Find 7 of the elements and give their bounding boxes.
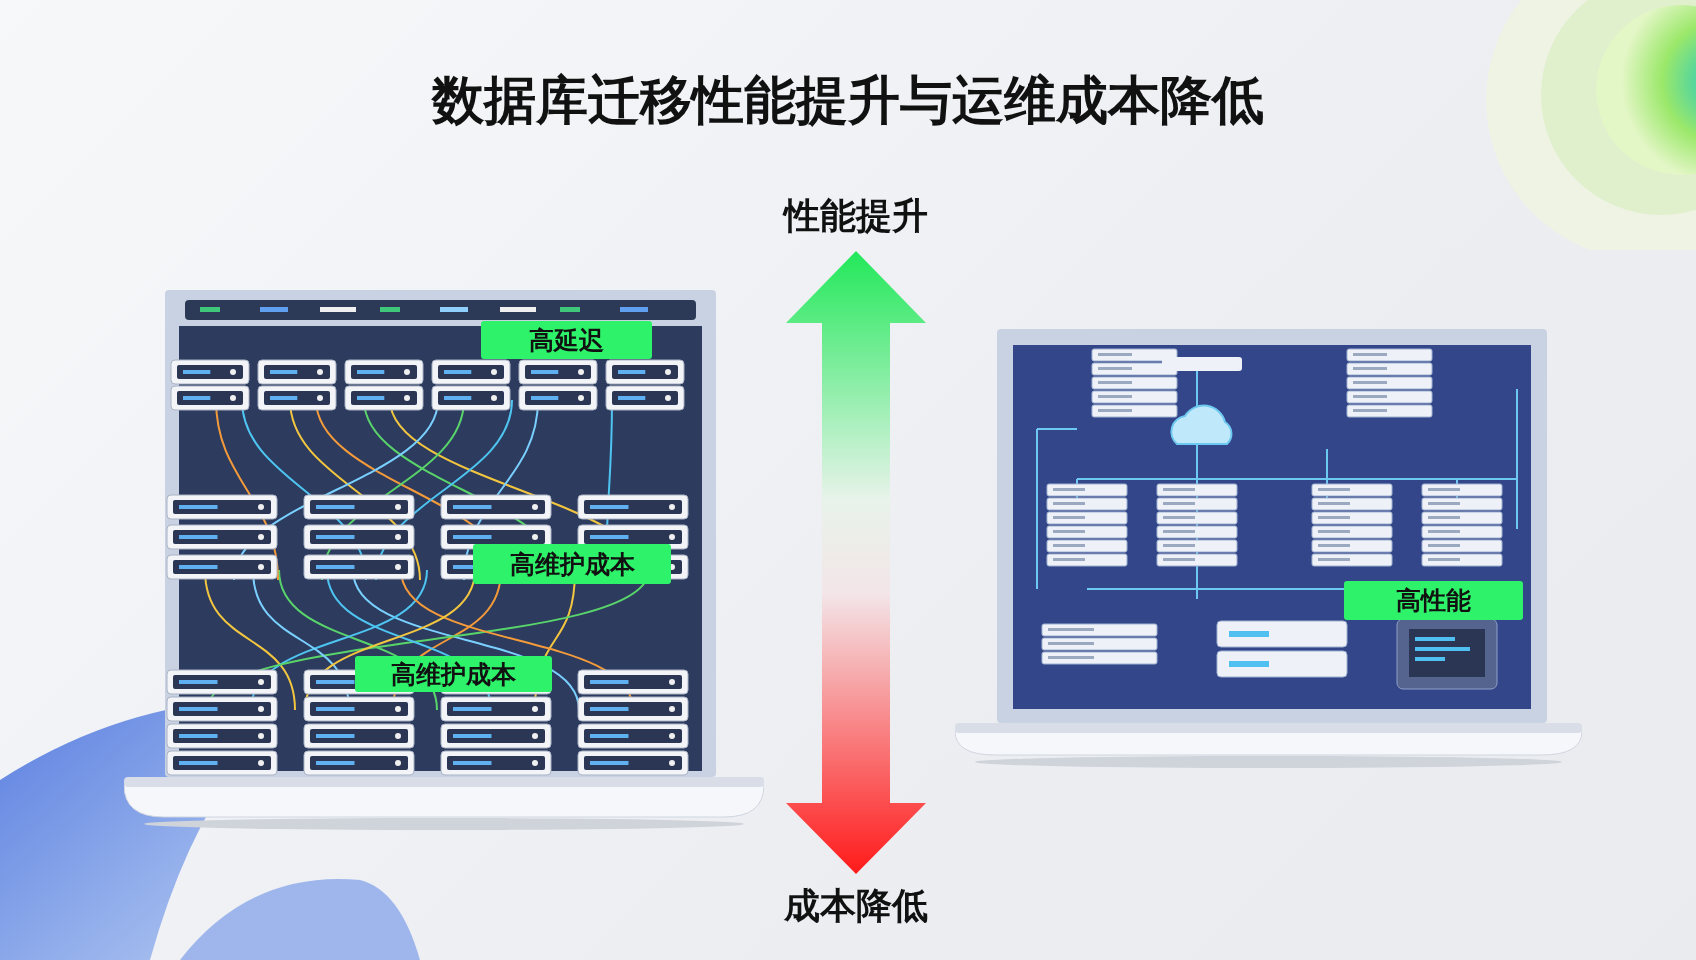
title: 数据库迁移性能提升与运维成本降低 [430,69,1265,132]
status-tag: 高性能 [1344,581,1523,620]
status-tag: 高维护成本 [355,656,552,692]
status-tag: 高维护成本 [473,544,671,584]
status-tag: 高延迟 [481,321,652,359]
arrow-label: 性能提升 [781,194,929,238]
arrow-label: 成本降低 [783,884,929,928]
